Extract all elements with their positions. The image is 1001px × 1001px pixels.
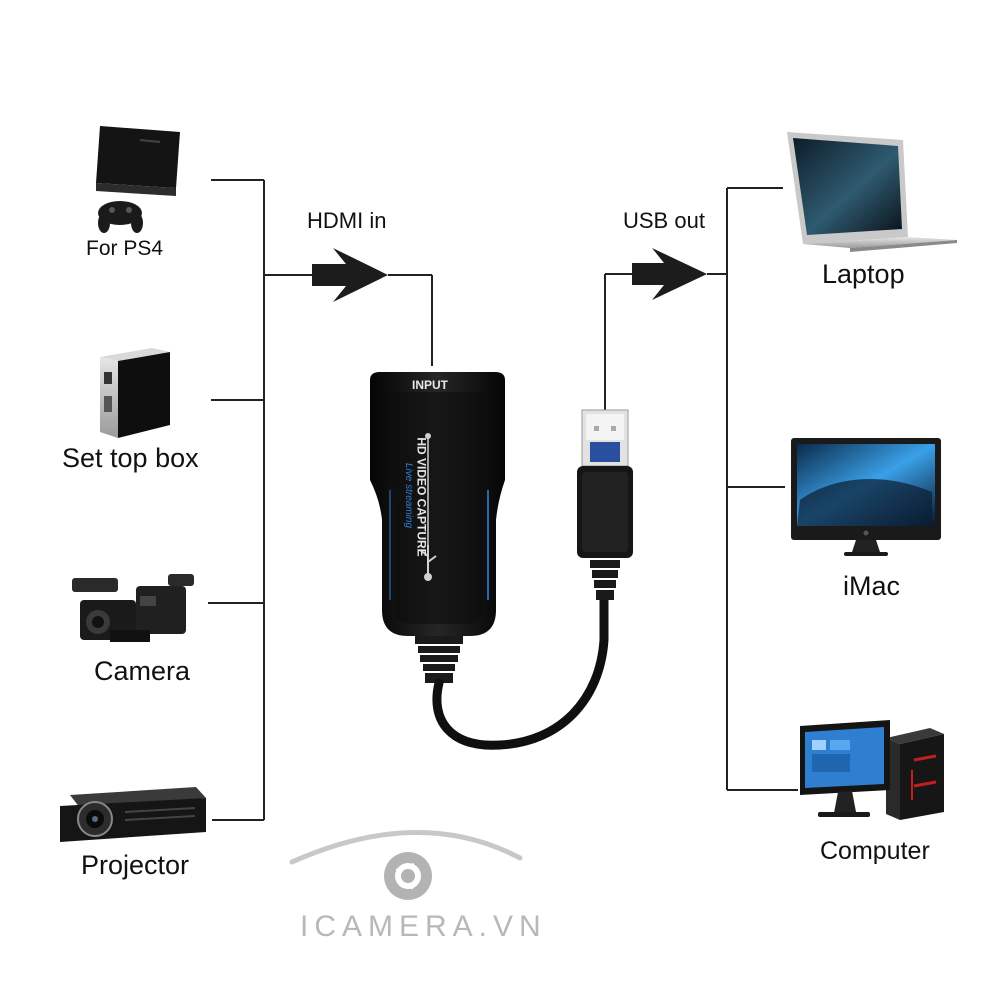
hdmi-in-label: HDMI in bbox=[307, 208, 387, 233]
game-console-icon bbox=[96, 126, 180, 233]
usb-plug bbox=[577, 409, 633, 600]
usb-cable bbox=[432, 593, 609, 750]
input-label-ps4: For PS4 bbox=[86, 237, 164, 260]
device-subtitle-label: Live streaming bbox=[403, 462, 415, 529]
camera-aperture-logo bbox=[384, 852, 432, 900]
input-label-projector: Projector bbox=[81, 850, 190, 880]
device-product-label: HD VIDEO CAPTURE bbox=[414, 437, 429, 557]
output-label-imac: iMac bbox=[843, 571, 901, 601]
video-camera-icon bbox=[72, 574, 194, 642]
hdmi-in-arrow-icon bbox=[312, 248, 388, 302]
laptop-icon bbox=[787, 132, 957, 252]
device-port-label: INPUT bbox=[412, 378, 448, 392]
input-label-camera: Camera bbox=[94, 656, 191, 686]
output-bracket bbox=[604, 187, 798, 791]
output-label-computer: Computer bbox=[820, 837, 930, 865]
usb-out-label: USB out bbox=[623, 208, 705, 233]
input-bracket bbox=[208, 179, 433, 821]
capture-device bbox=[370, 372, 505, 683]
projector-icon bbox=[60, 787, 206, 842]
output-label-laptop: Laptop bbox=[822, 259, 905, 289]
usb-symbol-icon bbox=[419, 545, 437, 581]
imac-icon bbox=[791, 438, 941, 556]
watermark-text: ICAMERA.VN bbox=[300, 910, 547, 943]
set-top-box-icon bbox=[100, 348, 170, 438]
desktop-computer-icon bbox=[800, 720, 944, 820]
input-label-set-top-box: Set top box bbox=[62, 443, 199, 473]
usb-out-arrow-icon bbox=[632, 248, 707, 300]
watermark-arc bbox=[289, 830, 523, 865]
